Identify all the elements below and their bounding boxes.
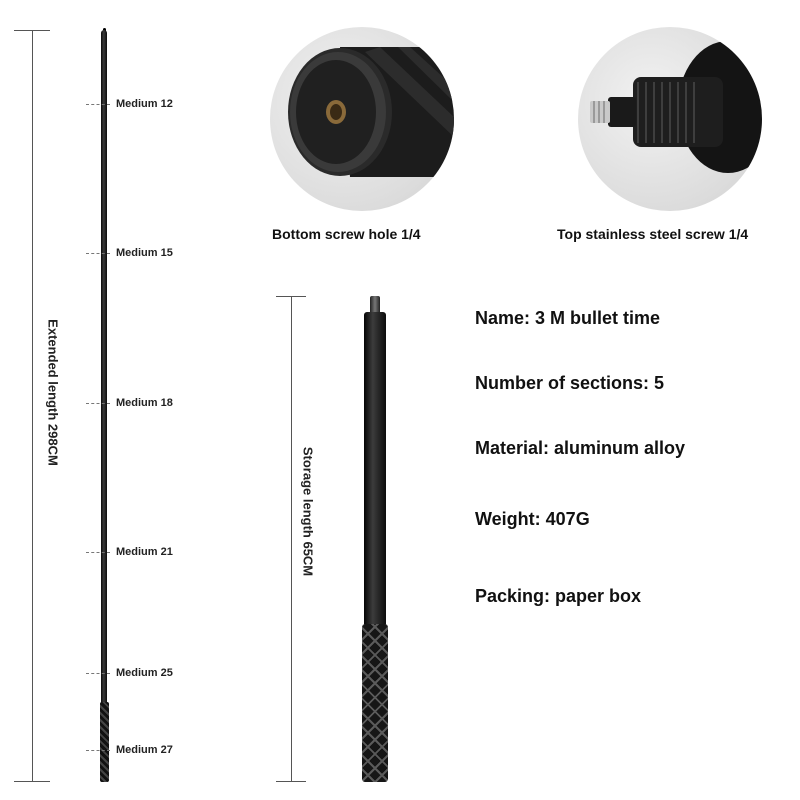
extended-pole-grip — [100, 702, 109, 782]
extended-pole — [101, 30, 107, 782]
storage-pole-grip — [362, 624, 388, 782]
top-screw-image — [578, 27, 762, 211]
extended-dimension-line — [32, 30, 33, 782]
section-label-medium-21: Medium 21 — [86, 546, 173, 558]
storage-pole-screw — [370, 296, 380, 314]
section-label-medium-27: Medium 27 — [86, 744, 173, 756]
spec-sections: Number of sections: 5 — [475, 373, 665, 393]
bottom-screw-caption: Bottom screw hole 1/4 — [272, 226, 421, 242]
spec-weight: Weight: 407G — [475, 509, 590, 529]
section-label-medium-18: Medium 18 — [86, 397, 173, 409]
storage-dimension-bottom-cap — [276, 781, 306, 782]
section-label-medium-25: Medium 25 — [86, 667, 173, 679]
storage-length-label: Storage length 65CM — [300, 446, 316, 577]
bottom-screw-hole-image — [270, 27, 454, 211]
top-screw-illustration — [590, 41, 762, 173]
spec-packing: Packing: paper box — [475, 586, 642, 606]
bottom-screw-illustration — [288, 47, 454, 177]
extended-length-label: Extended length 298CM — [45, 319, 61, 466]
section-label-medium-15: Medium 15 — [86, 247, 173, 259]
top-screw-caption: Top stainless steel screw 1/4 — [557, 226, 749, 242]
spec-name: Name: 3 M bullet time — [475, 308, 661, 328]
section-label-medium-12: Medium 12 — [86, 98, 173, 110]
storage-dimension-line — [291, 296, 292, 782]
spec-material: Material: aluminum alloy — [475, 438, 686, 458]
extended-dimension-bottom-cap — [14, 781, 50, 782]
